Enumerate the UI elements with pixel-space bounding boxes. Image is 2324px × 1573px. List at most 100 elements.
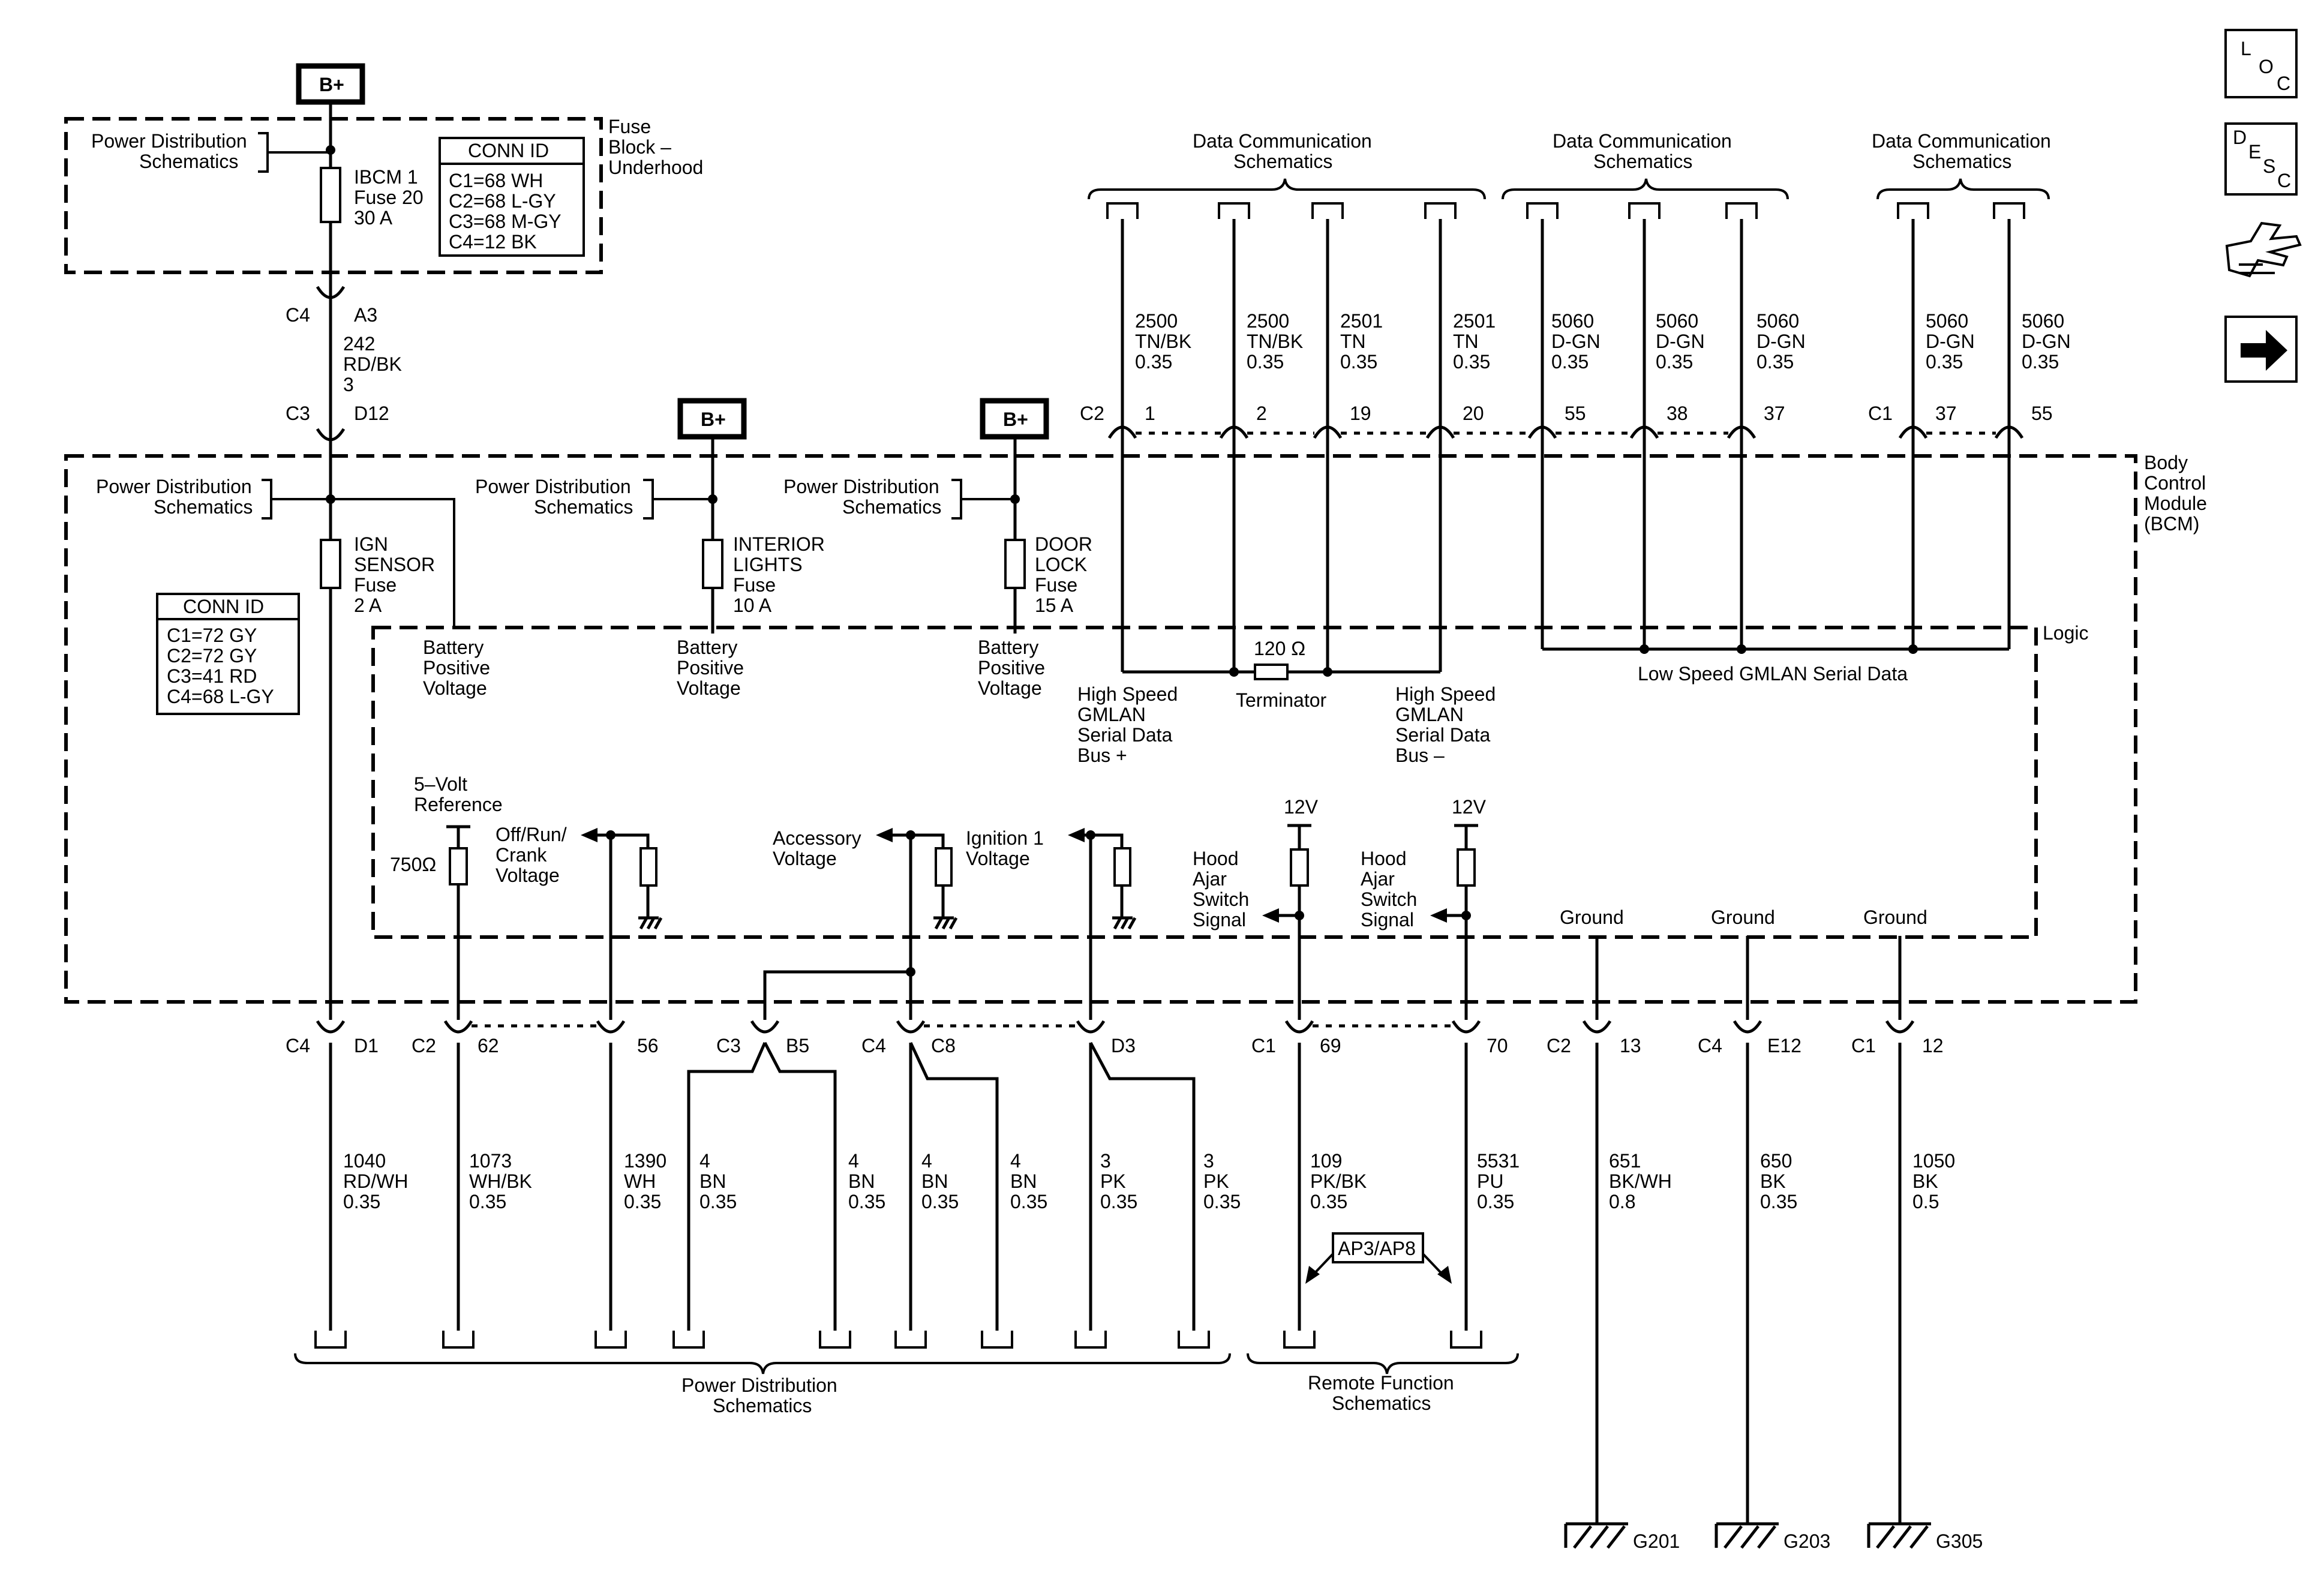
top-wire-label-2: 2500 TN/BK 0.35 bbox=[1247, 310, 1303, 373]
svg-text:PU: PU bbox=[1477, 1170, 1503, 1192]
svg-text:56: 56 bbox=[637, 1035, 659, 1056]
bcm-connector-c3-d12: C3 D12 bbox=[286, 403, 389, 442]
svg-text:0.35: 0.35 bbox=[1203, 1191, 1241, 1212]
svg-text:Ground: Ground bbox=[1863, 906, 1927, 928]
svg-text:0.35: 0.35 bbox=[1310, 1191, 1347, 1212]
svg-text:109: 109 bbox=[1310, 1150, 1342, 1172]
svg-text:Module: Module bbox=[2144, 493, 2207, 514]
high-speed-bus-plus-label: High Speed GMLAN Serial Data Bus + bbox=[1077, 683, 1178, 766]
bottom-wire-label-109: 109 PK/BK 0.35 bbox=[1310, 1150, 1367, 1212]
fuse-block-pd-reference: Power Distribution Schematics bbox=[91, 130, 335, 173]
terminator-resistance: 120 Ω bbox=[1254, 638, 1305, 659]
svg-text:5060: 5060 bbox=[2022, 310, 2064, 332]
svg-text:0.35: 0.35 bbox=[1756, 351, 1794, 373]
svg-text:D-GN: D-GN bbox=[1926, 331, 1975, 352]
low-speed-gmlan-bus bbox=[1542, 644, 2009, 654]
svg-text:Schematics: Schematics bbox=[1593, 151, 1692, 172]
svg-text:Signal: Signal bbox=[1361, 909, 1414, 930]
bottom-wire-label-bn-1: 4 BN 0.35 bbox=[699, 1150, 737, 1212]
svg-text:Power Distribution: Power Distribution bbox=[91, 130, 247, 152]
svg-text:5060: 5060 bbox=[1656, 310, 1698, 332]
svg-text:0.35: 0.35 bbox=[921, 1191, 959, 1212]
svg-text:D12: D12 bbox=[354, 403, 389, 424]
svg-text:Schematics: Schematics bbox=[713, 1395, 812, 1416]
svg-text:Crank: Crank bbox=[496, 844, 547, 866]
svg-text:Voltage: Voltage bbox=[496, 864, 560, 886]
svg-text:4: 4 bbox=[848, 1150, 859, 1172]
svg-text:B+: B+ bbox=[701, 409, 726, 430]
logic-outline bbox=[371, 626, 2038, 939]
svg-text:Data Communication: Data Communication bbox=[1193, 130, 1372, 152]
svg-text:Positive: Positive bbox=[677, 657, 744, 679]
svg-text:69: 69 bbox=[1320, 1035, 1341, 1056]
svg-text:C1: C1 bbox=[1251, 1035, 1276, 1056]
svg-text:0.35: 0.35 bbox=[1551, 351, 1589, 373]
top-wire-label-5: 5060 D-GN 0.35 bbox=[1551, 310, 1601, 373]
svg-text:Control: Control bbox=[2144, 472, 2206, 494]
svg-text:Reference: Reference bbox=[414, 794, 503, 815]
svg-text:0.35: 0.35 bbox=[848, 1191, 885, 1212]
battery-b-plus-door-lock: B+ bbox=[980, 398, 1049, 440]
svg-text:38: 38 bbox=[1667, 403, 1688, 424]
svg-text:Serial Data: Serial Data bbox=[1395, 724, 1491, 746]
next-arrow-icon[interactable] bbox=[2224, 316, 2298, 383]
svg-text:Power Distribution: Power Distribution bbox=[96, 476, 252, 497]
top-wire-label-3: 2501 TN 0.35 bbox=[1340, 310, 1383, 373]
svg-text:IGN: IGN bbox=[354, 533, 388, 555]
svg-text:Battery: Battery bbox=[978, 637, 1038, 658]
remote-function-ref-bottom: Remote Function Schematics bbox=[1247, 1353, 1519, 1414]
svg-text:C3=68 M-GY: C3=68 M-GY bbox=[449, 211, 562, 232]
svg-text:BN: BN bbox=[848, 1170, 875, 1192]
svg-text:70: 70 bbox=[1487, 1035, 1508, 1056]
high-speed-gmlan-bus bbox=[1122, 664, 1440, 680]
svg-text:C4: C4 bbox=[1698, 1035, 1722, 1056]
top-wire-label-1: 2500 TN/BK 0.35 bbox=[1135, 310, 1191, 373]
svg-text:Underhood: Underhood bbox=[608, 157, 703, 178]
svg-text:5–Volt: 5–Volt bbox=[414, 773, 467, 795]
svg-text:5060: 5060 bbox=[1756, 310, 1799, 332]
top-bcm-connector-c2: C2 1 2 19 20 55 38 37 bbox=[1080, 403, 1785, 439]
svg-text:C4: C4 bbox=[286, 1035, 310, 1056]
svg-text:13: 13 bbox=[1620, 1035, 1641, 1056]
svg-text:0.35: 0.35 bbox=[1247, 351, 1284, 373]
svg-text:Fuse: Fuse bbox=[1035, 574, 1077, 596]
svg-text:C4: C4 bbox=[286, 304, 310, 326]
svg-text:Data Communication: Data Communication bbox=[1872, 130, 2051, 152]
bottom-connector-labels: C4 D1 C2 62 56 C3 B5 C4 C8 D3 C1 69 70 C… bbox=[286, 1035, 1944, 1056]
svg-text:DOOR: DOOR bbox=[1035, 533, 1092, 555]
top-wires bbox=[1121, 219, 2011, 672]
svg-text:Voltage: Voltage bbox=[773, 848, 837, 869]
bottom-wire-label-bn-3: 4 BN 0.35 bbox=[921, 1150, 959, 1212]
svg-text:D: D bbox=[2233, 127, 2247, 148]
desc-icon[interactable]: D E S C bbox=[2224, 122, 2298, 196]
svg-text:RD/WH: RD/WH bbox=[343, 1170, 408, 1192]
ground-g203: G203 bbox=[1715, 1522, 1830, 1552]
bottom-wire-label-1050: 1050 BK 0.5 bbox=[1912, 1150, 1955, 1212]
fuse-block-title: Fuse Block – Underhood bbox=[608, 116, 703, 178]
svg-text:20: 20 bbox=[1463, 403, 1484, 424]
svg-text:C2: C2 bbox=[1080, 403, 1104, 424]
svg-text:C: C bbox=[2277, 170, 2291, 191]
svg-text:Power Distribution: Power Distribution bbox=[681, 1374, 837, 1396]
svg-text:D-GN: D-GN bbox=[2022, 331, 2071, 352]
data-comm-ref-2: Data Communication Schematics bbox=[1502, 130, 1789, 200]
svg-text:Power Distribution: Power Distribution bbox=[783, 476, 939, 497]
svg-text:C1: C1 bbox=[1868, 403, 1893, 424]
bottom-wire-label-bn-4: 4 BN 0.35 bbox=[1010, 1150, 1047, 1212]
bottom-wire-label-651: 651 BK/WH 0.8 bbox=[1609, 1150, 1672, 1212]
connector-hand-icon[interactable] bbox=[2225, 221, 2302, 278]
low-speed-gmlan-label: Low Speed GMLAN Serial Data bbox=[1638, 663, 1908, 685]
svg-text:242: 242 bbox=[343, 333, 375, 355]
svg-text:2500: 2500 bbox=[1135, 310, 1178, 332]
svg-text:WH: WH bbox=[624, 1170, 656, 1192]
data-comm-ref-1: Data Communication Schematics bbox=[1088, 130, 1486, 200]
svg-text:Ground: Ground bbox=[1711, 906, 1775, 928]
svg-text:0.35: 0.35 bbox=[699, 1191, 737, 1212]
svg-text:D-GN: D-GN bbox=[1756, 331, 1806, 352]
svg-text:Fuse 20: Fuse 20 bbox=[354, 187, 424, 208]
fuse-block-conn-id-table: CONN ID C1=68 WH C2=68 L-GY C3=68 M-GY C… bbox=[439, 137, 585, 257]
loc-icon[interactable]: L O C bbox=[2224, 29, 2298, 98]
svg-text:0.8: 0.8 bbox=[1609, 1191, 1635, 1212]
bottom-wire-label-650: 650 BK 0.35 bbox=[1760, 1150, 1797, 1212]
svg-text:High Speed: High Speed bbox=[1395, 683, 1496, 705]
